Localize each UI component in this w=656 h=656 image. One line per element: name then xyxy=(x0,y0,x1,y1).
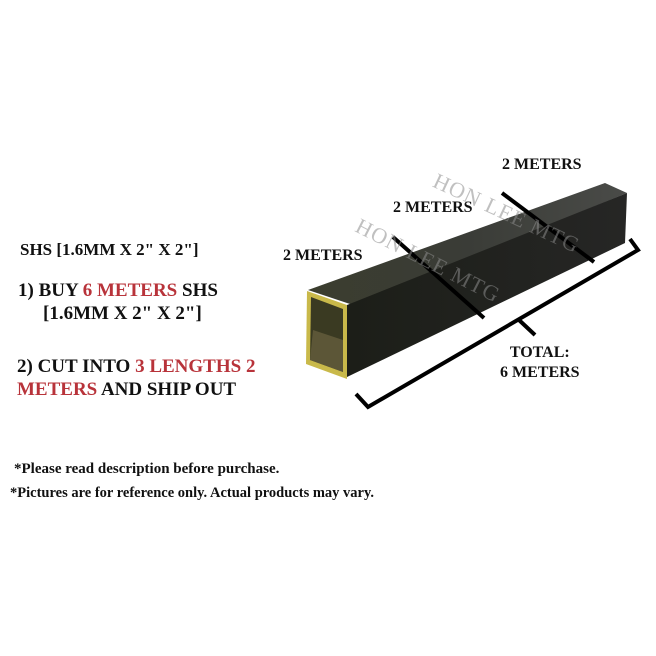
step-2-highlight-1: 3 LENGTHS 2 xyxy=(135,356,256,377)
cut-line-2 xyxy=(500,191,596,264)
step-1-spec: [1.6MM X 2" X 2"] xyxy=(43,303,202,324)
segment-label-1: 2 METERS xyxy=(283,247,363,264)
step-1-suffix: SHS xyxy=(182,280,218,301)
step-1: 1) BUY 6 METERS SHS [1.6MM X 2" X 2"] xyxy=(18,279,218,325)
total-length-bracket xyxy=(354,237,641,410)
step-1-highlight: 6 METERS xyxy=(82,280,178,301)
step-1-prefix: BUY xyxy=(38,280,78,301)
step-2-number: 2) xyxy=(17,356,33,377)
cut-line-1 xyxy=(391,235,486,320)
spec-title: SHS [1.6MM X 2" X 2"] xyxy=(20,240,199,259)
tube-side-face xyxy=(347,193,627,377)
step-1-number: 1) xyxy=(18,280,34,301)
segment-label-2: 2 METERS xyxy=(393,199,473,216)
step-2-prefix: CUT INTO xyxy=(37,356,131,377)
total-label-line-2: 6 METERS xyxy=(500,364,580,381)
step-2-suffix: AND SHIP OUT xyxy=(100,379,237,400)
total-label-line-1: TOTAL: xyxy=(509,344,570,361)
note-read-description: *Please read description before purchase… xyxy=(14,461,280,477)
note-reference-only: *Pictures are for reference only. Actual… xyxy=(10,485,375,501)
step-2: 2) CUT INTO 3 LENGTHS 2 METERS AND SHIP … xyxy=(17,355,255,401)
step-2-highlight-2: METERS xyxy=(17,379,98,400)
tube-top-face xyxy=(308,183,627,305)
total-bracket-tick xyxy=(517,318,537,337)
total-length-label: TOTAL: 6 METERS xyxy=(500,343,580,383)
segment-label-3: 2 METERS xyxy=(502,156,582,173)
